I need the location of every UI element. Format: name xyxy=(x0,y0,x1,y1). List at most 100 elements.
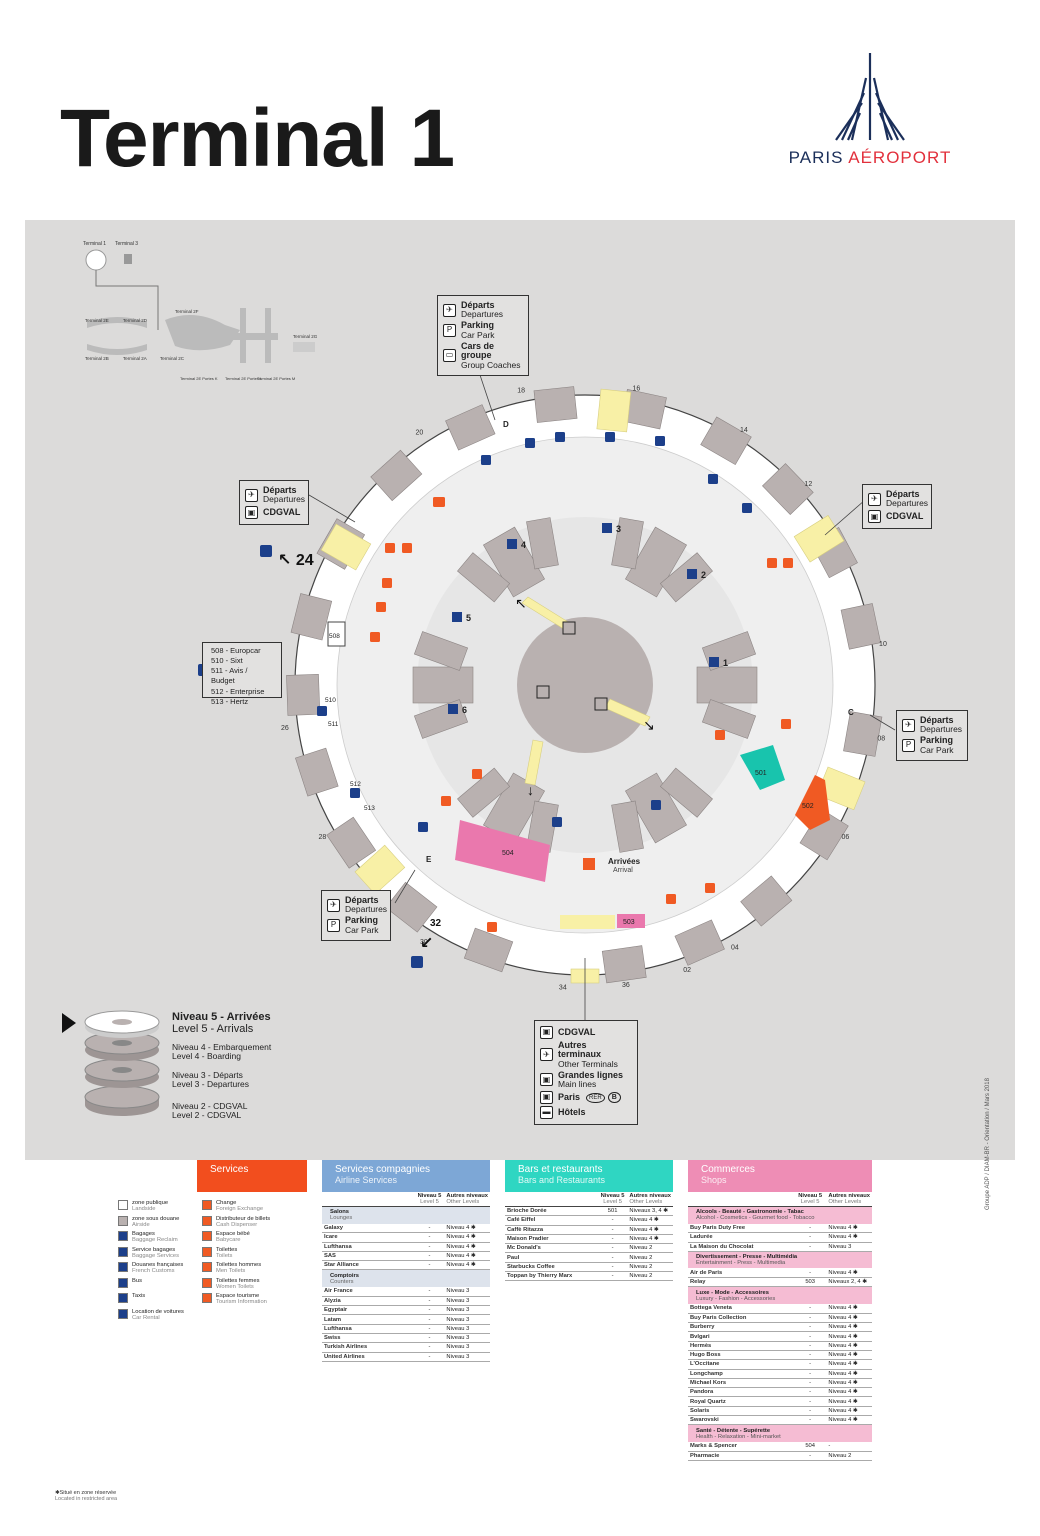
box-label: Départs xyxy=(886,489,920,499)
box-sublabel: Car Park xyxy=(345,924,379,935)
table-row[interactable]: Mc Donald's-Niveau 2 xyxy=(505,1243,673,1254)
table-row[interactable]: L'Occitane-Niveau 4 ✱ xyxy=(688,1359,872,1370)
table-row[interactable]: Alyzia-Niveau 3 xyxy=(322,1296,490,1307)
table-row[interactable]: Pharmacie-Niveau 2 xyxy=(688,1451,872,1461)
table-cell: - xyxy=(414,1352,445,1362)
table-row[interactable]: Galaxy-Niveau 4 ✱ xyxy=(322,1223,490,1234)
table-cell: - xyxy=(414,1223,445,1234)
table-cell: Maison Pradier xyxy=(505,1234,598,1245)
men-toilets-icon xyxy=(385,543,395,553)
rer-badge: RER xyxy=(586,1092,605,1103)
table-row[interactable]: Star Alliance-Niveau 4 ✱ xyxy=(322,1260,490,1271)
table-row[interactable]: Ladurée-Niveau 4 ✱ xyxy=(688,1232,872,1243)
table-row[interactable]: Solaris-Niveau 4 ✱ xyxy=(688,1406,872,1417)
minimap-label-2d: Terminal 2D xyxy=(123,318,148,323)
paris-aeroport-logo: PARIS AÉROPORT xyxy=(780,48,960,173)
table-row[interactable]: Bottega Veneta-Niveau 4 ✱ xyxy=(688,1303,872,1314)
bus-icon xyxy=(260,545,272,557)
table-row[interactable]: Hermès-Niveau 4 ✱ xyxy=(688,1341,872,1351)
table-row[interactable]: Bvlgari-Niveau 4 ✱ xyxy=(688,1331,872,1342)
legend-label: zone publique xyxy=(132,1200,169,1206)
table-row[interactable]: SAS-Niveau 4 ✱ xyxy=(322,1251,490,1262)
legend-label: Toilettes hommes xyxy=(216,1262,262,1268)
zone-label-501: 501 xyxy=(755,770,767,777)
table-row[interactable]: Swarovski-Niveau 4 ✱ xyxy=(688,1415,872,1426)
table-row[interactable]: Toppan by Thierry Marx-Niveau 2 xyxy=(505,1271,673,1282)
table-row[interactable]: Paul-Niveau 2 xyxy=(505,1252,673,1263)
table-row[interactable]: Icare-Niveau 4 ✱ xyxy=(322,1232,490,1243)
table-cell: Niveau 4 ✱ xyxy=(826,1415,872,1426)
table-row[interactable]: Caffè Ritazza-Niveau 4 ✱ xyxy=(505,1225,673,1235)
table-cell: Niveau 4 ✱ xyxy=(444,1251,490,1262)
table-cell: Café Eiffel xyxy=(505,1215,598,1226)
rental-item: 508 - Europcar xyxy=(211,646,261,655)
building-block xyxy=(762,463,814,516)
table-row[interactable]: Hugo Boss-Niveau 4 ✱ xyxy=(688,1350,872,1361)
plane-departure-icon: ✈ xyxy=(868,492,881,506)
table-cell: Solaris xyxy=(688,1406,794,1417)
tourism-icon xyxy=(441,796,451,806)
satellite-label-4: 4 xyxy=(521,540,526,550)
table-cell: Niveau 3 xyxy=(826,1242,872,1252)
table-row[interactable]: Buy Paris Duty Free-Niveau 4 ✱ xyxy=(688,1223,872,1234)
legend-sublabel: Baggage Reclaim xyxy=(132,1237,178,1244)
information-icon xyxy=(705,883,715,893)
table-row[interactable]: Latam-Niveau 3 xyxy=(322,1314,490,1325)
table-row[interactable]: Longchamp-Niveau 4 ✱ xyxy=(688,1369,872,1379)
table-row[interactable]: Buy Paris Collection-Niveau 4 ✱ xyxy=(688,1313,872,1324)
table-row[interactable]: Egyptair-Niveau 3 xyxy=(322,1305,490,1316)
zone-label-510: 510 xyxy=(325,697,336,704)
box-label: Grandes lignes xyxy=(558,1069,624,1080)
satellite-label-6: 6 xyxy=(462,705,467,715)
table-row[interactable]: Maison Pradier-Niveau 4 ✱ xyxy=(505,1234,673,1245)
satellite-4 xyxy=(412,631,474,739)
gate-label-20: 20 xyxy=(416,430,424,437)
shop-503[interactable] xyxy=(617,914,645,928)
women-toilets-icon xyxy=(402,543,412,553)
legend-label: Location de voitures xyxy=(132,1308,184,1315)
baggage-icon xyxy=(507,539,517,549)
table-cell: Lufthansa xyxy=(322,1242,415,1252)
table-row[interactable]: Air de Paris-Niveau 4 ✱ xyxy=(688,1268,872,1279)
coach-icon: ▭ xyxy=(443,349,456,363)
table-row[interactable]: Starbucks Coffee-Niveau 2 xyxy=(505,1262,673,1273)
minimap-label-m: Terminal 2E Portes M xyxy=(257,376,295,381)
table-row[interactable]: Michael Kors-Niveau 4 ✱ xyxy=(688,1378,872,1389)
level-en: Level 2 - CDGVAL xyxy=(172,1110,242,1121)
table-cell: Royal Quartz xyxy=(688,1396,794,1407)
table-row[interactable]: La Maison du Chocolat-Niveau 3 xyxy=(688,1242,872,1252)
shop-502[interactable] xyxy=(795,775,830,830)
men-toilets-icon xyxy=(202,1262,212,1272)
table-row[interactable]: Burberry-Niveau 4 ✱ xyxy=(688,1322,872,1333)
arrow-icon: ↖ xyxy=(515,595,527,611)
table-row[interactable]: Café Eiffel-Niveau 4 ✱ xyxy=(505,1215,673,1226)
table-row[interactable]: Royal Quartz-Niveau 4 ✱ xyxy=(688,1396,872,1407)
table-cell: - xyxy=(793,1313,827,1324)
table-row[interactable]: Turkish Airlines-Niveau 3 xyxy=(322,1342,490,1353)
table-cell: - xyxy=(414,1242,445,1252)
legend-sublabel: Airside xyxy=(132,1221,150,1228)
table-row[interactable]: Pandora-Niveau 4 ✱ xyxy=(688,1387,872,1398)
customs-icon xyxy=(418,822,428,832)
escalator-icon xyxy=(594,697,608,711)
table-row[interactable]: Lufthansa-Niveau 4 ✱ xyxy=(322,1242,490,1252)
terminal-rings xyxy=(294,394,876,976)
shop-504[interactable] xyxy=(455,820,550,882)
table-row[interactable]: United Airlines-Niveau 3 xyxy=(322,1352,490,1362)
table-row[interactable]: Swiss-Niveau 3 xyxy=(322,1333,490,1344)
table-row[interactable]: Air France-Niveau 3 xyxy=(322,1286,490,1297)
table-row[interactable]: Lufthansa-Niveau 3 xyxy=(322,1324,490,1334)
cash-dispenser-icon xyxy=(472,769,482,779)
bar-501[interactable] xyxy=(740,745,785,790)
